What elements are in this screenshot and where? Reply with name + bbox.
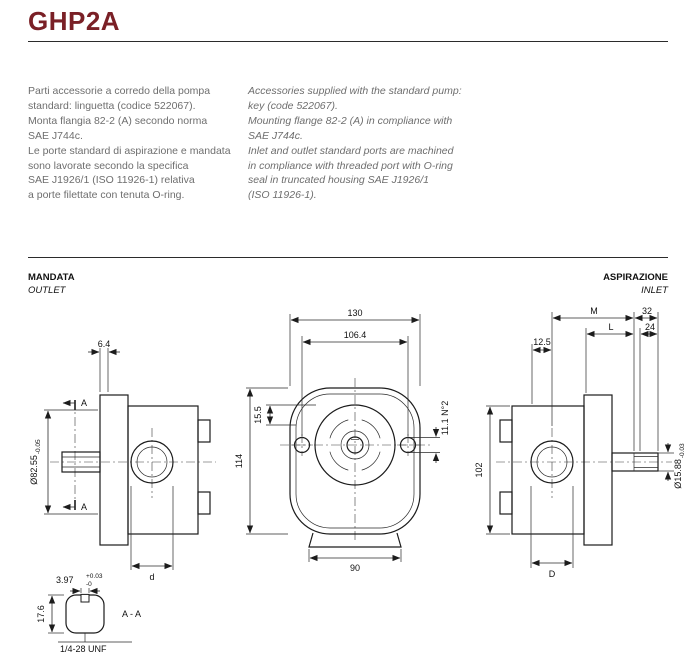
dim-body-height: 102 <box>474 462 484 477</box>
section-label: A - A <box>122 609 141 619</box>
dim-flange-thickness: 6.4 <box>98 339 111 349</box>
dim-overall-width: 130 <box>347 308 362 318</box>
title-rule <box>28 41 668 42</box>
dim-shaft-diameter: Ø15.88-0.03 <box>673 443 686 489</box>
outlet-label-en: OUTLET <box>28 284 66 296</box>
section-a-a: 3.97 +0.03 -0 17.6 A - A 1/4-28 UNF <box>36 573 141 654</box>
dim-pilot-diameter: Ø82.55-0.05 <box>29 439 42 485</box>
page-title: GHP2A <box>28 6 121 36</box>
dim-key-width: 3.97 <box>56 575 74 585</box>
section-marker-top: A <box>81 398 87 408</box>
dim-key-width-tol-plus: +0.03 <box>86 573 103 580</box>
section-rule <box>28 257 668 258</box>
dim-m: M <box>590 306 598 316</box>
inlet-label-it: ASPIRAZIONE <box>603 272 668 283</box>
dim-across-flats: 17.6 <box>36 605 46 623</box>
inlet-side-view: M 32 L 24 12.5 102 Ø15.88-0.03 <box>474 306 686 579</box>
dim-offset: 15.5 <box>253 406 263 424</box>
intro-text-italian: Parti accessorie a corredo della pompa s… <box>28 85 231 202</box>
technical-drawing: A A 6.4 Ø82.55-0.05 <box>29 306 686 654</box>
dim-base-width: 90 <box>350 563 360 573</box>
inlet-label-group: ASPIRAZIONE INLET <box>603 272 668 298</box>
front-view: 130 106.4 15.5 114 11.1 N°2 <box>234 308 450 573</box>
dim-mounting-holes: 11.1 N°2 <box>440 401 450 435</box>
outlet-label-group: MANDATA OUTLET <box>28 272 75 298</box>
dim-height: 114 <box>234 454 244 468</box>
thread-spec: 1/4-28 UNF <box>60 644 107 654</box>
intro-text-english: Accessories supplied with the standard p… <box>248 85 462 202</box>
dim-thread-length: 24 <box>645 322 655 332</box>
dim-port-offset: 12.5 <box>533 337 551 347</box>
dim-key-width-tol-minus: -0 <box>86 581 92 588</box>
section-marker-bottom: A <box>81 502 87 512</box>
dim-outlet-port-diameter: d <box>149 572 154 582</box>
dim-shaft-length: 32 <box>642 306 652 316</box>
dim-hole-spacing: 106.4 <box>344 330 367 340</box>
dim-l: L <box>608 322 613 332</box>
inlet-label-en: INLET <box>641 284 668 296</box>
outlet-side-view: A A 6.4 Ø82.55-0.05 <box>29 339 216 582</box>
dim-inlet-port-diameter: D <box>549 569 556 579</box>
outlet-label-it: MANDATA <box>28 272 75 283</box>
